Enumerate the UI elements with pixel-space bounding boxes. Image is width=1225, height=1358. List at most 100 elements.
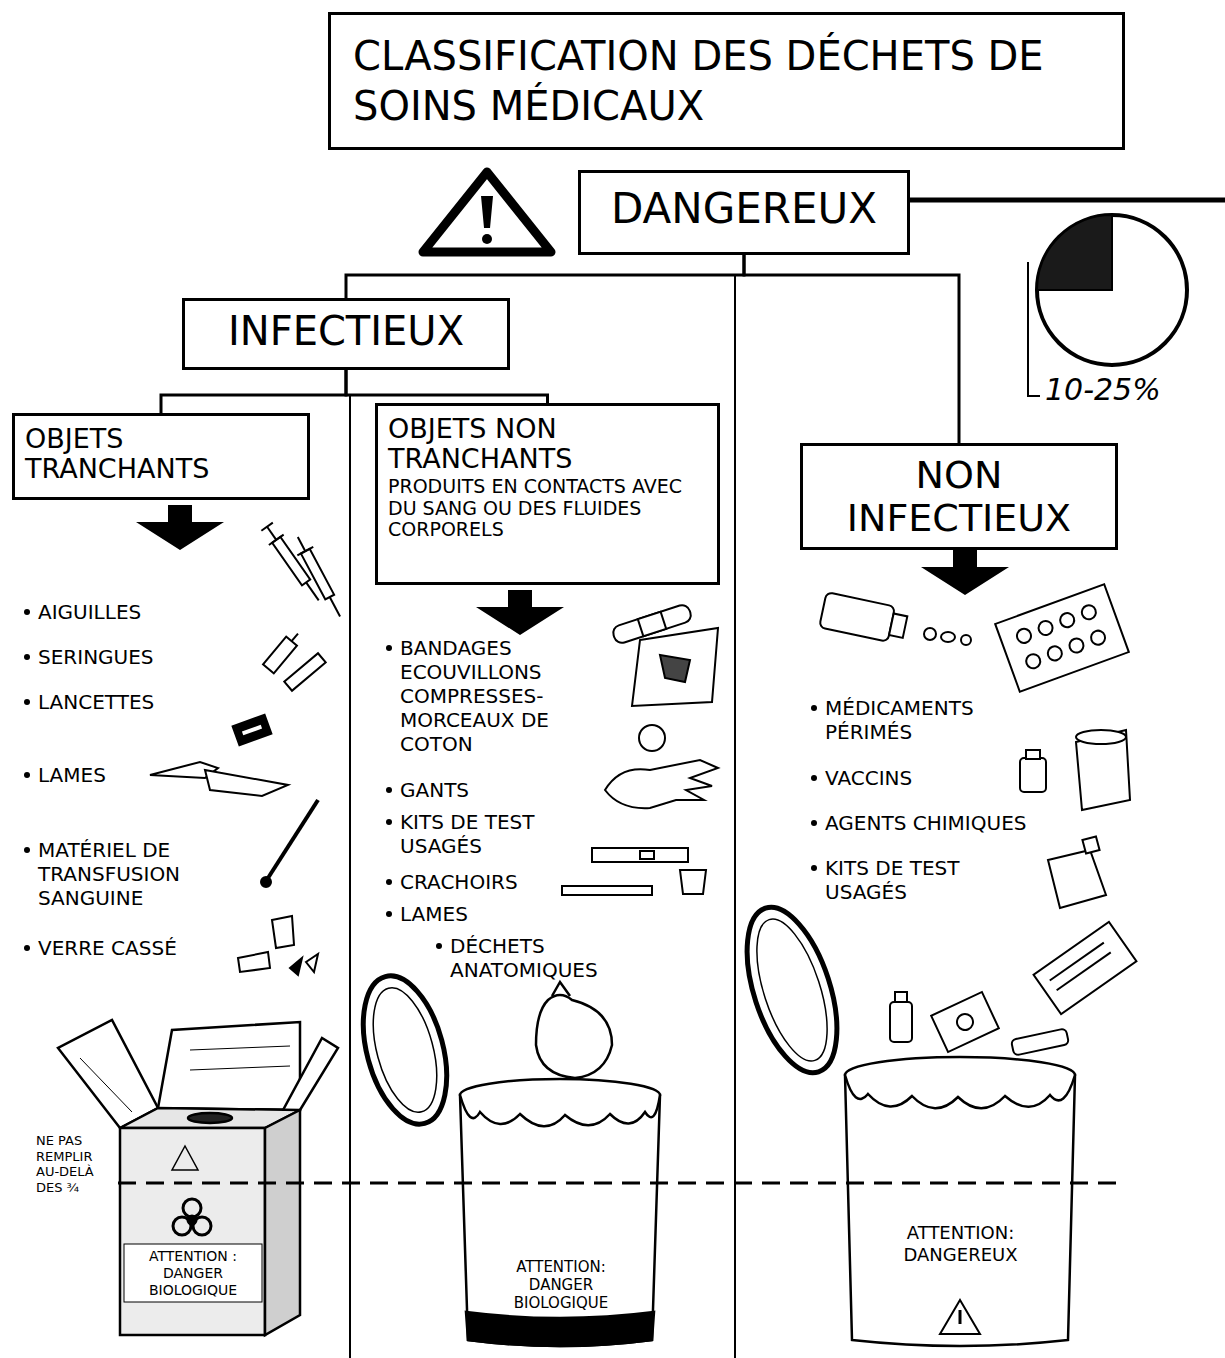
soft-waste-sketch xyxy=(639,725,665,751)
chemical-waste-sketch xyxy=(1080,603,1098,621)
tree-connector xyxy=(744,255,959,443)
chemical-bin xyxy=(845,1075,1075,1108)
biohazard-symbol xyxy=(183,1199,201,1217)
sharps-container xyxy=(124,1244,262,1302)
bullet-dot xyxy=(811,865,817,871)
pie-chart xyxy=(1037,215,1187,365)
sharps-sketch xyxy=(284,653,325,690)
percentage-label: 10-25% xyxy=(1045,372,1220,408)
sharps-sketch xyxy=(330,597,340,616)
bullet-dot xyxy=(386,911,392,917)
title-box: CLASSIFICATION DES DÉCHETS DE SOINS MÉDI… xyxy=(328,12,1125,150)
chemical-waste-sketch xyxy=(1034,922,1137,1014)
soft-waste-sketch xyxy=(605,760,718,808)
title-text: CLASSIFICATION DES DÉCHETS DE SOINS MÉDI… xyxy=(353,31,1100,131)
chemical-waste-sketch xyxy=(954,1011,975,1032)
chemical-waste-sketch xyxy=(1089,629,1107,647)
sharps-sketch xyxy=(298,537,306,551)
infectious-bin xyxy=(536,995,612,1078)
sharps-container xyxy=(58,1020,158,1128)
container-warning: ATTENTION : DANGER BIOLOGIQUE xyxy=(126,1248,260,1298)
chemical-bin xyxy=(729,896,1075,1346)
infectious-bin xyxy=(460,1095,660,1126)
chemical-bin xyxy=(940,1300,980,1334)
chemical-bin xyxy=(729,896,854,1083)
sharps-container xyxy=(188,1113,232,1123)
branch-line xyxy=(905,198,1225,203)
list-item: VERRE CASSÉ xyxy=(38,936,223,960)
down-arrow xyxy=(476,590,564,635)
sharps-container xyxy=(190,1066,290,1070)
infectious-bin xyxy=(466,1312,654,1346)
subcategory-box: OBJETS TRANCHANTS xyxy=(12,413,310,500)
pie-chart xyxy=(1037,215,1112,290)
chemical-waste-sketch xyxy=(1020,758,1046,792)
bullet-dot xyxy=(24,699,30,705)
box-heading: NON INFECTIEUX xyxy=(813,454,1105,539)
infectious-bin xyxy=(361,981,448,1119)
list-item: DÉCHETS ANATOMIQUES xyxy=(450,934,650,982)
chemical-bin xyxy=(845,1075,1075,1346)
chemical-waste-sketch xyxy=(1082,836,1099,853)
sharps-sketch xyxy=(261,877,271,887)
bullet-dot xyxy=(24,847,30,853)
bullet-dot xyxy=(386,645,392,651)
fill-limit-note: NE PAS REMPLIR AU-DELÀ DES ¾ xyxy=(36,1133,116,1195)
pie-chart xyxy=(1028,215,1187,396)
chemical-bin xyxy=(743,911,842,1069)
warning-triangle xyxy=(423,172,551,252)
list-item: MÉDICAMENTS PÉRIMÉS xyxy=(825,696,1025,744)
bullet-dot xyxy=(436,943,442,949)
chemical-waste-sketch xyxy=(1037,619,1055,637)
list-item: KITS DE TEST USAGÉS xyxy=(825,856,1025,904)
soft-waste-sketch xyxy=(680,870,706,894)
soft-waste-sketch xyxy=(562,886,652,895)
branch-line xyxy=(905,200,1225,201)
chemical-waste-sketch xyxy=(819,584,1136,1055)
bullet-dot xyxy=(386,879,392,885)
chemical-waste-sketch xyxy=(895,992,907,1002)
warning-triangle xyxy=(482,234,492,244)
chemical-waste-sketch xyxy=(961,635,971,645)
sharps-sketch xyxy=(263,637,297,674)
biohazard-symbol xyxy=(188,1216,196,1224)
chemical-waste-sketch xyxy=(1057,952,1111,990)
infectious-bin xyxy=(349,967,462,1133)
sharps-container xyxy=(172,1146,198,1170)
sharps-sketch xyxy=(261,523,272,531)
column-separator xyxy=(349,396,351,1358)
box-body: PRODUITS EN CONTACTS AVEC DU SANG OU DES… xyxy=(388,476,707,540)
column-separator xyxy=(734,276,736,1358)
chemical-waste-sketch xyxy=(1024,652,1042,670)
chemical-waste-sketch xyxy=(819,592,895,642)
bullet-dot xyxy=(24,945,30,951)
sharps-sketch xyxy=(301,549,334,600)
sharps-container xyxy=(190,1046,290,1050)
warning-triangle xyxy=(423,172,551,252)
chemical-waste-sketch xyxy=(890,1002,912,1042)
chemical-waste-sketch xyxy=(1048,850,1106,908)
chemical-bin xyxy=(959,1310,962,1324)
sharps-sketch xyxy=(268,800,318,878)
infectious-bin xyxy=(460,1095,660,1346)
category-box: INFECTIEUX xyxy=(182,298,510,370)
sharps-sketch xyxy=(238,952,270,972)
list-item: BANDAGES ECOUVILLONS COMPRESSES- MORCEAU… xyxy=(400,636,590,756)
sharps-sketch xyxy=(292,634,298,642)
soft-waste-sketch xyxy=(592,848,688,862)
sharps-sketch xyxy=(306,954,318,972)
container-warning: ATTENTION: DANGEREUX xyxy=(868,1222,1053,1265)
chemical-waste-sketch xyxy=(1046,644,1064,662)
chemical-waste-sketch xyxy=(1011,1028,1069,1055)
chemical-waste-sketch xyxy=(1026,750,1040,759)
category-box: NON INFECTIEUX xyxy=(800,443,1118,550)
list-item: SERINGUES xyxy=(38,645,228,669)
chemical-waste-sketch xyxy=(941,632,955,642)
sharps-sketch xyxy=(242,725,262,736)
tree-connector xyxy=(161,370,346,413)
bullet-dot xyxy=(811,775,817,781)
chemical-waste-sketch xyxy=(1076,730,1130,810)
chemical-waste-sketch xyxy=(1015,627,1033,645)
category-box: DANGEREUX xyxy=(578,170,910,255)
